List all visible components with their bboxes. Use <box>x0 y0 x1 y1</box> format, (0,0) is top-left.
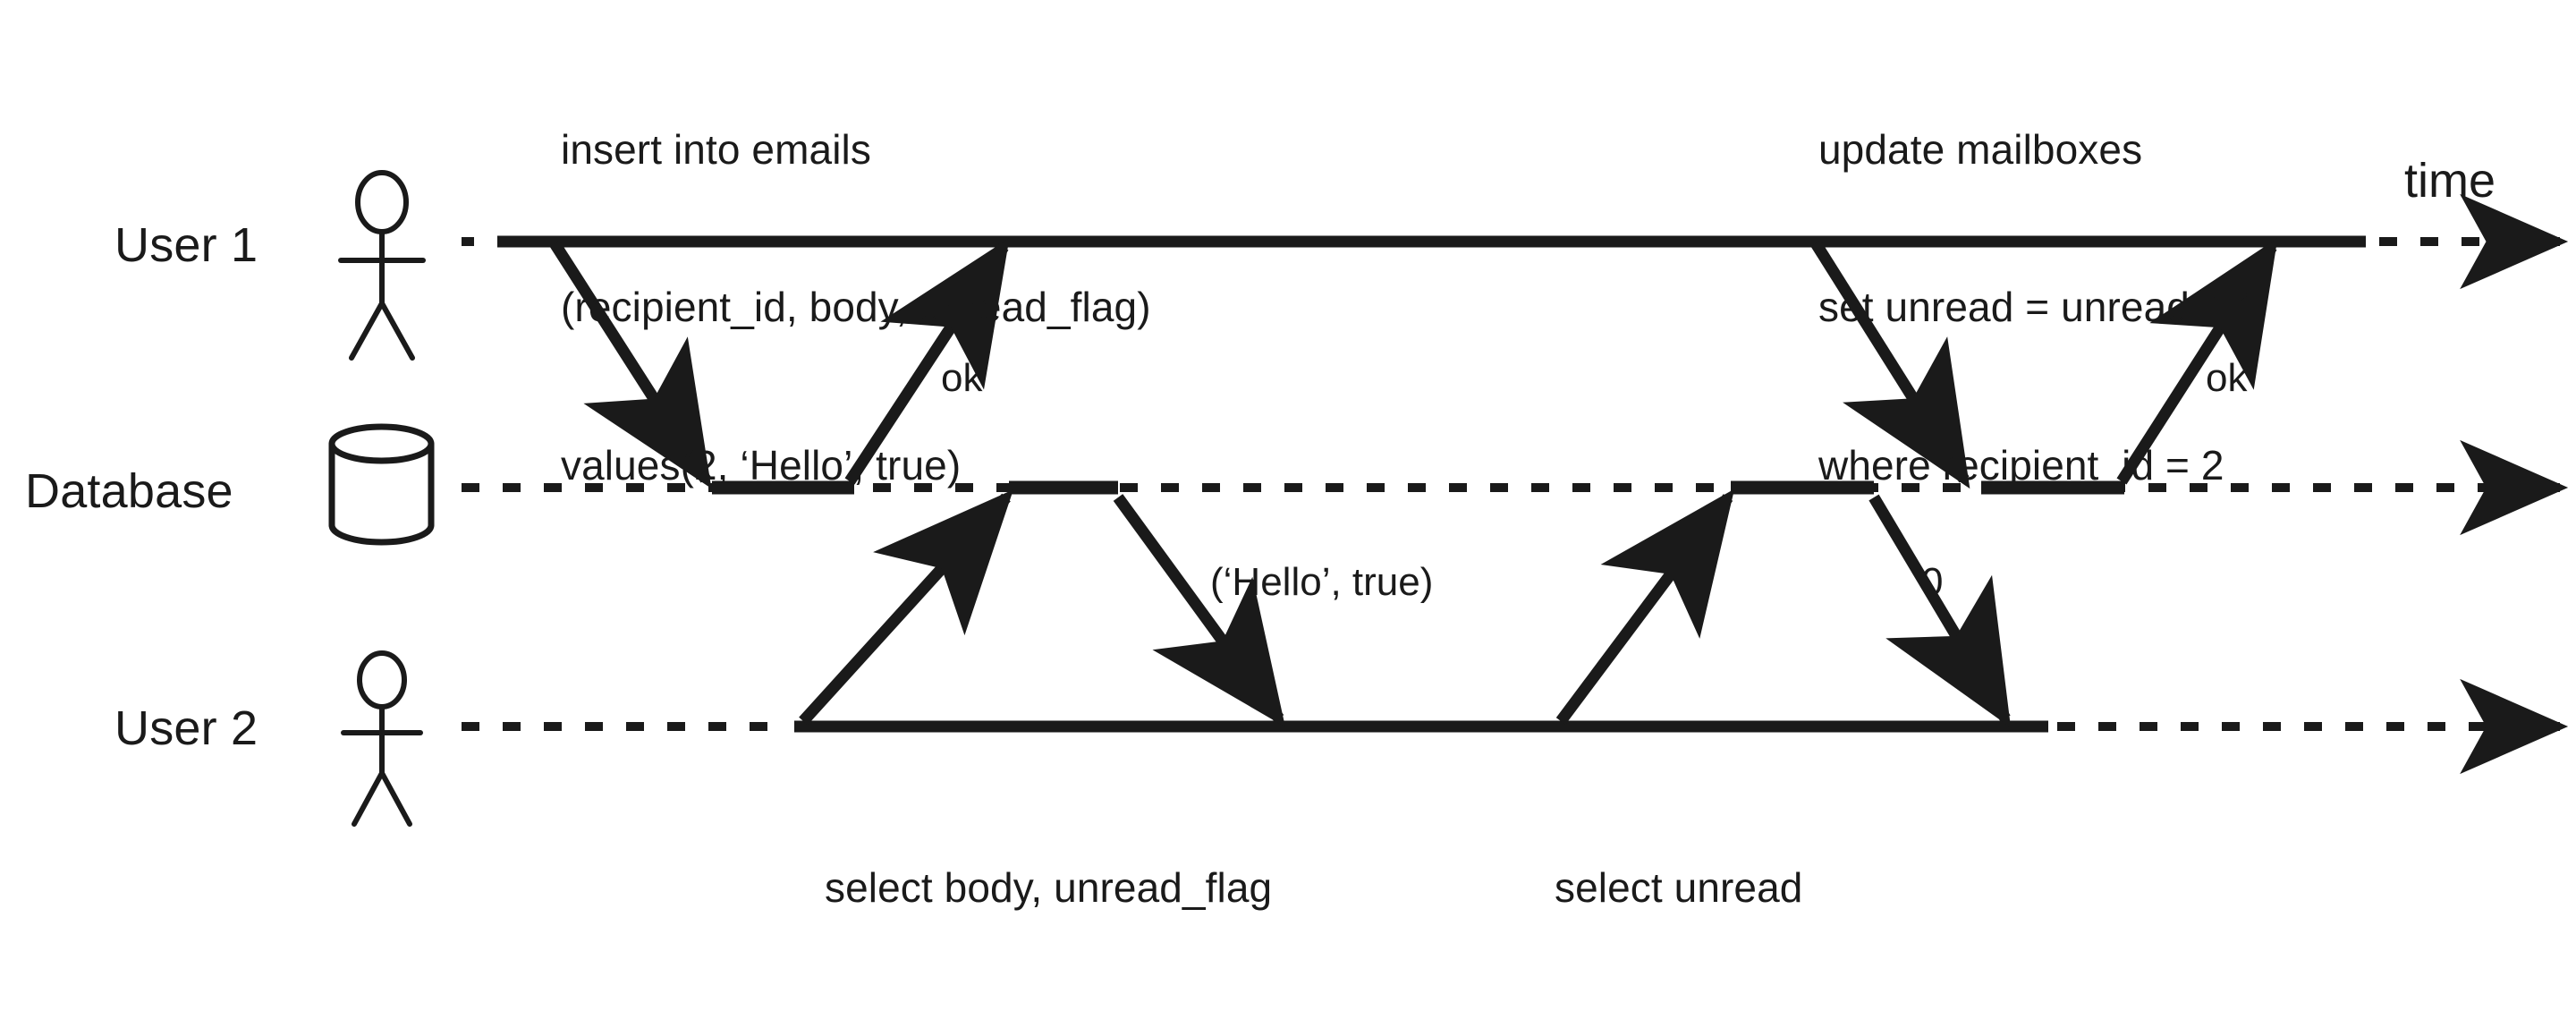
annotation-select-emails: select body, unread_flag from emails whe… <box>825 756 1272 1028</box>
database-cylinder-icon <box>328 423 435 546</box>
message-arrow-update-mailboxes <box>1810 240 1970 489</box>
message-arrow-hello-true <box>1113 494 1286 727</box>
message-label-ok-2: ok <box>2206 356 2248 400</box>
message-arrow-select-mailboxes <box>1555 489 1735 725</box>
annotation-line: select unread <box>1555 863 1803 911</box>
stick-figure-icon <box>338 170 426 361</box>
time-axis-label: time <box>2404 154 2496 208</box>
annotation-line: where recipient_id = 2 <box>1818 442 2224 489</box>
annotation-line: update mailboxes <box>1818 125 2143 173</box>
message-label-ok-1: ok <box>941 356 983 400</box>
message-label-zero: 0 <box>1921 560 1944 604</box>
message-arrow-ok-1 <box>844 238 1010 485</box>
message-arrow-ok-2 <box>2116 237 2278 485</box>
message-arrow-zero <box>1868 494 2012 728</box>
annotation-line: select body, unread_flag <box>825 863 1273 911</box>
message-arrow-select-emails <box>799 489 1014 726</box>
annotation-update-mailboxes: update mailboxes set unread = unread + 1… <box>1818 18 2259 598</box>
message-arrow-insert-emails <box>549 240 712 489</box>
annotation-line: from emails <box>825 1019 1272 1028</box>
participant-label-user1: User 1 <box>114 218 258 272</box>
message-label-hello-true: (‘Hello’, true) <box>1210 560 1434 604</box>
annotation-line: set unread = unread + 1 <box>1818 284 2260 331</box>
annotation-line: (recipient_id, body, unread_flag) <box>561 284 1151 331</box>
participant-label-user2: User 2 <box>114 701 258 755</box>
annotation-line: from mailboxes <box>1555 1019 1961 1028</box>
annotation-line: insert into emails <box>561 125 871 173</box>
stick-figure-icon <box>341 650 423 827</box>
annotation-insert-emails: insert into emails (recipient_id, body, … <box>561 18 1151 598</box>
annotation-select-mailboxes: select unread from mailboxes where recip… <box>1555 756 1961 1028</box>
participant-label-database: Database <box>25 464 233 518</box>
annotation-line: values(2, ‘Hello’, true) <box>561 442 962 489</box>
